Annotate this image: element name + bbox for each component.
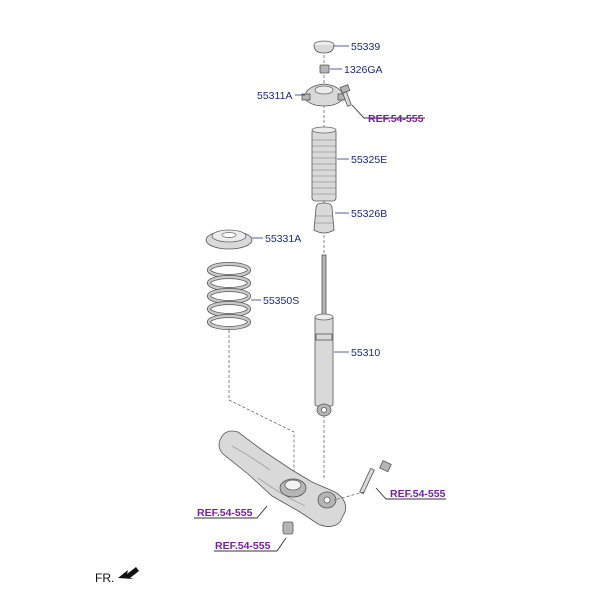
bushing-part	[282, 521, 294, 535]
ref-label-arm: REF.54-555	[197, 507, 253, 519]
part-label-55310: 55310	[351, 347, 380, 359]
lower-arm-part	[218, 430, 346, 527]
shock-absorber-part	[314, 254, 334, 417]
part-label-55350S: 55350S	[263, 295, 299, 307]
ref-line-bottom	[214, 537, 287, 552]
ref-label-bottom: REF.54-555	[215, 540, 271, 552]
mount-bolt-part	[339, 84, 352, 107]
strut-mount-part	[301, 83, 347, 107]
bump-stop-part	[313, 202, 335, 234]
ref-line-top	[351, 104, 425, 119]
ref-line-bolt	[375, 487, 446, 500]
arm-bolt-part	[359, 460, 392, 495]
part-label-55311A: 55311A	[257, 90, 292, 102]
ref-label-top: REF.54-555	[368, 113, 424, 125]
dust-cap-part	[313, 40, 335, 54]
front-arrow-icon	[118, 567, 139, 579]
spring-guide-line	[228, 330, 295, 478]
spring-seat-part	[205, 229, 253, 250]
dust-boot-part	[311, 126, 337, 202]
front-direction-label: FR.	[95, 571, 114, 585]
ref-line-arm	[194, 505, 268, 519]
part-label-55339: 55339	[351, 41, 380, 53]
part-label-55325E: 55325E	[351, 154, 387, 166]
nut-part	[319, 64, 330, 74]
part-label-55326B: 55326B	[351, 208, 387, 220]
bolt-guide-line	[333, 491, 365, 501]
part-label-55331A: 55331A	[265, 233, 301, 245]
coil-spring-part	[207, 262, 251, 330]
part-label-1326GA: 1326GA	[344, 64, 383, 76]
ref-label-bolt: REF.54-555	[390, 488, 446, 500]
